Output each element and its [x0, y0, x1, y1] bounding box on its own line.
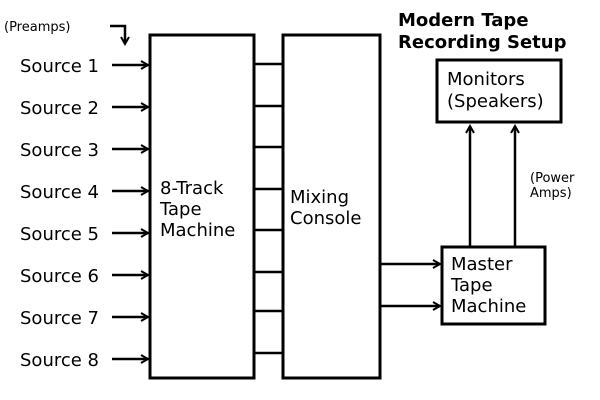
source-label-6: Source 6 [20, 266, 99, 287]
master-tape-label-line-3: Machine [451, 296, 526, 317]
mixing-console-box [281, 33, 382, 380]
power-amps-note-line-2: Amps) [530, 186, 572, 201]
power-amps-note-line-1: (Power [530, 171, 575, 186]
monitors-label-line-1: Monitors [447, 69, 525, 90]
source-label-5: Source 5 [20, 224, 99, 245]
source-label-2: Source 2 [20, 98, 99, 119]
preamps-arrow [110, 24, 125, 44]
monitors-box [435, 58, 563, 124]
mixing-console-label-line-2: Console [290, 208, 361, 229]
eight-track-label-line-2: Tape [159, 199, 202, 220]
source-arrows [112, 65, 148, 359]
master-tape-machine-box [440, 245, 547, 326]
eight-track-tape-machine-box [148, 33, 256, 380]
track-connections [254, 62, 283, 355]
eight-track-label-line-3: Machine [160, 220, 235, 241]
title-line-1: Modern Tape [398, 10, 529, 31]
source-label-4: Source 4 [20, 182, 99, 203]
master-tape-label-line-1: Master [451, 254, 513, 275]
preamps-note: (Preamps) [4, 20, 70, 35]
mixing-console-label-line-1: Mixing [290, 187, 349, 208]
source-label-1: Source 1 [20, 56, 99, 77]
title-line-2: Recording Setup [398, 32, 567, 53]
source-label-3: Source 3 [20, 140, 99, 161]
monitors-label-line-2: (Speakers) [447, 91, 544, 112]
source-label-8: Source 8 [20, 350, 99, 371]
source-labels: Source 1 Source 2 Source 3 Source 4 Sour… [20, 56, 99, 371]
master-tape-label-line-2: Tape [450, 275, 493, 296]
source-label-7: Source 7 [20, 308, 99, 329]
eight-track-label-line-1: 8-Track [160, 178, 224, 199]
